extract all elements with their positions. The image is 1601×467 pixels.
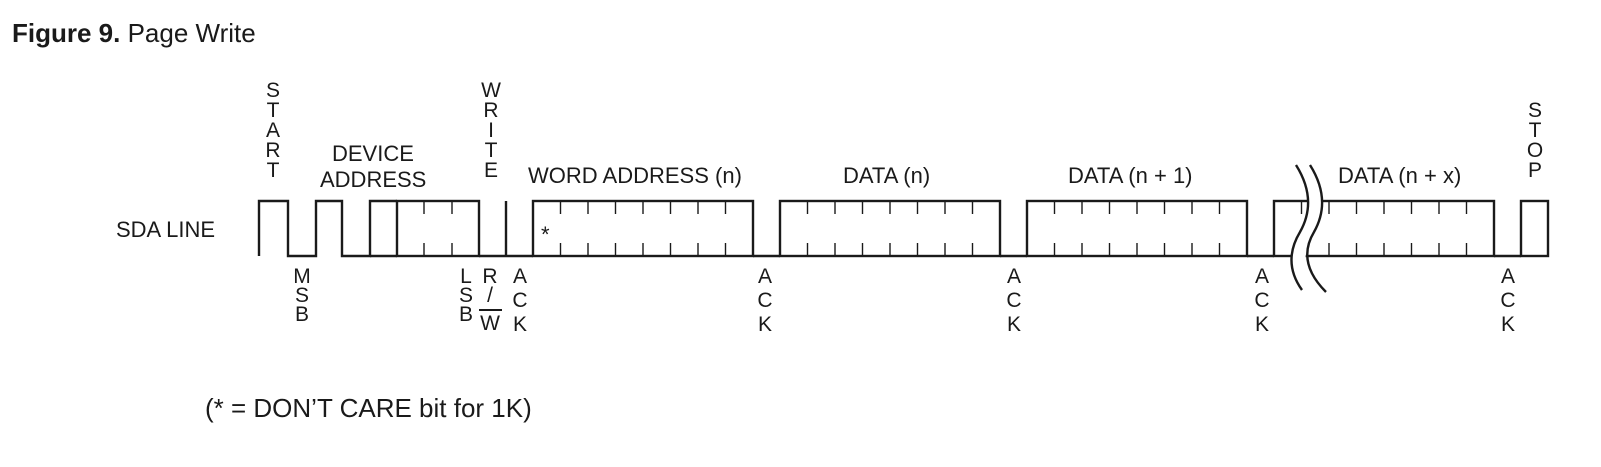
stacked-letter: R	[265, 139, 280, 162]
stacked-letter: K	[758, 313, 772, 336]
stacked-letter: E	[484, 159, 498, 182]
data-n1-label: DATA (n + 1)	[1068, 163, 1193, 188]
break-mark-left	[1290, 164, 1310, 291]
data-nx-label: DATA (n + x)	[1338, 163, 1461, 188]
rw-label-w: W	[480, 312, 500, 335]
stacked-letter: S	[266, 79, 280, 102]
stacked-letter: T	[1529, 119, 1542, 142]
sda-start-waveform	[257, 199, 397, 258]
stacked-letter: T	[485, 139, 498, 162]
stacked-letter: O	[1527, 139, 1543, 162]
stacked-letter: S	[459, 284, 473, 307]
stacked-letter: R	[483, 99, 498, 122]
stacked-letter: P	[1528, 159, 1542, 182]
device-address-label-line2: ADDRESS	[320, 167, 426, 192]
data-n-label: DATA (n)	[843, 163, 930, 188]
stop-pulse	[1519, 199, 1550, 258]
stacked-letter: A	[758, 265, 772, 288]
stacked-letter: W	[481, 79, 501, 102]
stacked-letter: A	[266, 119, 280, 142]
stacked-letter: A	[1501, 265, 1515, 288]
stacked-letter: T	[267, 99, 280, 122]
rw-label: R / W	[479, 265, 502, 335]
stacked-letter: C	[512, 289, 527, 312]
break-mark-right	[1306, 164, 1327, 293]
ack-label-1: ACK	[512, 265, 527, 336]
ack-label-5: ACK	[1500, 265, 1515, 336]
ack-label-3: ACK	[1006, 265, 1021, 336]
stacked-letter: A	[1007, 265, 1021, 288]
dont-care-marker: *	[541, 222, 550, 247]
lsb-label: LSB	[459, 265, 473, 326]
stacked-letter: B	[295, 303, 309, 326]
stacked-letter: A	[1255, 265, 1269, 288]
figure-title: Page Write	[127, 18, 256, 48]
rw-label-slash: /	[487, 284, 493, 307]
stacked-letter: B	[459, 303, 473, 326]
device-address-box	[395, 199, 481, 258]
device-address-label-line1: DEVICE	[332, 141, 414, 166]
stacked-letter: T	[267, 159, 280, 182]
stacked-letter: A	[513, 265, 527, 288]
footnote: (* = DON’T CARE bit for 1K)	[205, 393, 532, 423]
stacked-letter: C	[1006, 289, 1021, 312]
figure-caption: Figure 9. Page Write	[12, 18, 256, 49]
figure-number: Figure 9.	[12, 18, 121, 48]
stacked-letter: C	[1254, 289, 1269, 312]
stacked-letter: C	[757, 289, 772, 312]
stacked-letter: S	[1528, 99, 1542, 122]
rw-label-r: R	[482, 265, 497, 288]
break-mark-fill	[1291, 165, 1323, 290]
stacked-letter: L	[460, 265, 472, 288]
msb-label: MSB	[293, 265, 311, 326]
stacked-letter: K	[513, 313, 527, 336]
stacked-letter: K	[1501, 313, 1515, 336]
sda-line-label: SDA LINE	[116, 217, 215, 242]
stacked-letter: I	[488, 119, 494, 142]
stacked-letter: C	[1500, 289, 1515, 312]
ack-label-2: ACK	[757, 265, 772, 336]
word-address-label: WORD ADDRESS (n)	[528, 163, 742, 188]
stacked-letter: K	[1255, 313, 1269, 336]
ack-label-4: ACK	[1254, 265, 1269, 336]
stacked-letter: K	[1007, 313, 1021, 336]
stacked-letter: M	[293, 265, 311, 288]
stacked-letter: S	[295, 284, 309, 307]
